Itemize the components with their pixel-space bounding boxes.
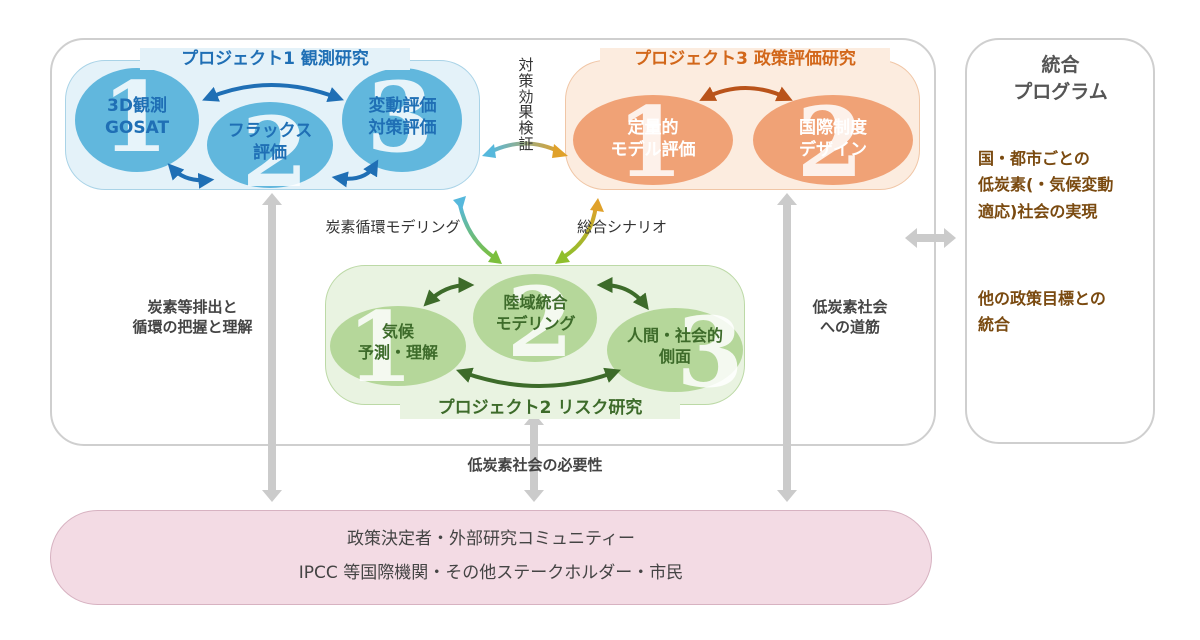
p2-arrow-right	[596, 277, 649, 311]
project2-title: プロジェクト2 リスク研究	[400, 397, 680, 420]
label-center-vertical: 低炭素社会の必要性	[467, 456, 603, 474]
p1-node-2	[207, 102, 333, 188]
p2-node-2	[473, 274, 597, 362]
label-left-vertical: 炭素等排出と 循環の把握と理解	[132, 298, 253, 336]
p2-numeral-1: 1	[346, 291, 414, 404]
p2-node-2-label: 陸域統合 モデリング	[495, 293, 576, 333]
arrowhead-p3-down	[590, 198, 604, 212]
center-vertical-arrow	[524, 413, 544, 502]
p2-node-3-label: 人間・社会的 側面	[626, 326, 723, 366]
p1-numeral-3: 3	[366, 61, 434, 174]
label-p3-p2: 総合シナリオ	[576, 218, 667, 236]
p3-node-1	[573, 95, 733, 185]
arrow-p1-p2	[458, 204, 497, 260]
p1-arrow-right	[331, 159, 379, 188]
arrow-p3-p2	[560, 204, 598, 260]
p1-arrow-left	[167, 163, 215, 189]
p2-numeral-2: 2	[506, 266, 574, 379]
p2-arrow-left	[423, 277, 475, 307]
p2-node-1-label: 気候 予測・理解	[357, 322, 438, 362]
label-p1-p2: 炭素循環モデリング	[325, 218, 461, 236]
arrowhead-p2-up-left	[488, 250, 502, 264]
left-vertical-arrow	[262, 193, 282, 502]
label-p1-p3: 対策効果検証	[518, 56, 534, 153]
right-vertical-arrow	[777, 193, 797, 502]
stakeholders-line-2: IPCC 等国際機関・その他ステークホルダー・市民	[298, 563, 684, 583]
p3-arrow	[699, 86, 793, 102]
p3-numeral-2: 2	[796, 86, 864, 199]
arrowhead-p3-right	[552, 144, 568, 158]
integration-program-frame	[965, 38, 1155, 444]
horizontal-integration-arrow	[905, 228, 956, 248]
stakeholders-panel	[50, 510, 932, 605]
p3-node-2-label: 国際制度 デザイン	[799, 118, 867, 161]
p3-node-1-label: 定量的 モデル評価	[610, 118, 696, 161]
integration-item-2: 他の政策目標との 統合	[978, 289, 1106, 335]
p2-arrow-bottom	[455, 367, 621, 388]
p2-node-1	[330, 306, 466, 386]
p1-node-3-label: 変動評価 対策評価	[368, 96, 437, 139]
integration-title: 統合 プログラム	[1013, 54, 1108, 103]
p1-node-3	[342, 68, 462, 172]
stakeholders-line-1: 政策決定者・外部研究コミュニティー	[347, 529, 635, 549]
p1-node-1-label: 3D観測 GOSAT	[104, 96, 170, 139]
p1-node-2-label: フラックス 評価	[227, 121, 313, 164]
label-right-vertical: 低炭素社会 への道筋	[812, 298, 888, 336]
p2-node-3	[607, 308, 743, 392]
arrowhead-p1-down	[453, 196, 466, 210]
p2-numeral-3: 3	[676, 296, 744, 409]
arrowhead-p2-up-right	[555, 250, 570, 264]
project1-title: プロジェクト1 観測研究	[140, 48, 410, 71]
p1-node-1	[75, 68, 199, 172]
p1-arrow-top	[202, 83, 344, 103]
gray-arrows	[262, 193, 956, 502]
p3-numeral-1: 1	[616, 86, 684, 199]
p1-numeral-1: 1	[101, 61, 169, 174]
project3-title: プロジェクト3 政策評価研究	[600, 48, 890, 71]
integration-item-1: 国・都市ごとの 低炭素(・気候変動 適応)社会の実現	[978, 149, 1114, 221]
p3-node-2	[753, 95, 913, 185]
arrowhead-p1-left	[482, 144, 496, 158]
p1-numeral-2: 2	[241, 96, 309, 209]
